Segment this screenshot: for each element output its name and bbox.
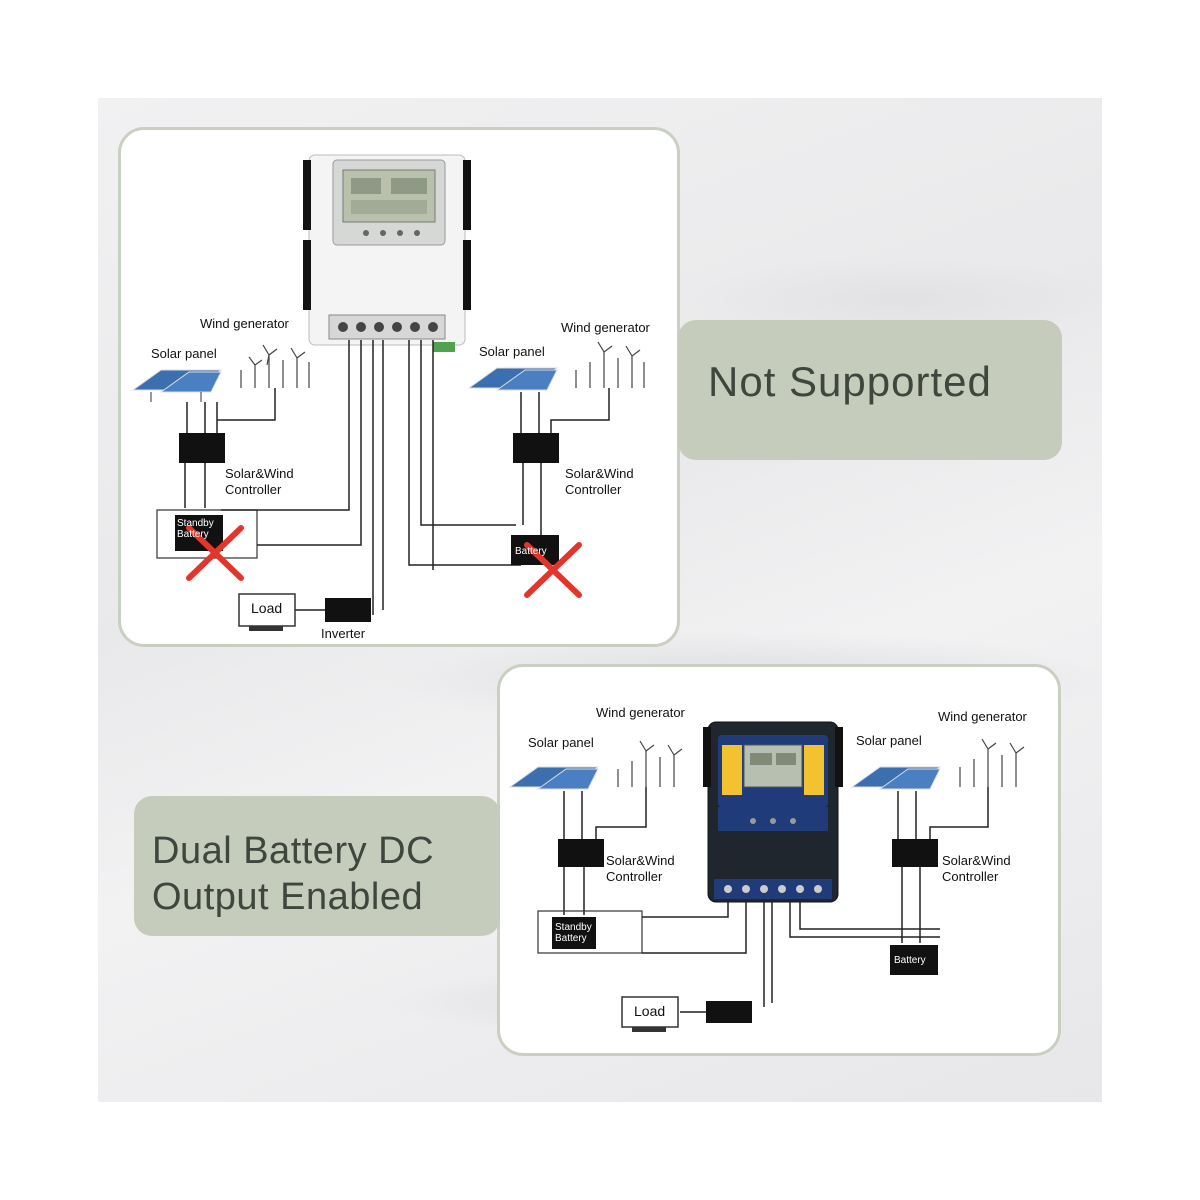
top-battery-label: Battery bbox=[515, 546, 547, 557]
top-right-controller-box bbox=[513, 433, 559, 463]
bottom-controller-device bbox=[703, 721, 843, 903]
bottom-right-wind-generator bbox=[959, 738, 1025, 787]
top-right-wind-label: Wind generator bbox=[561, 320, 650, 335]
bottom-battery-label: Battery bbox=[894, 955, 926, 966]
top-right-solar-label: Solar panel bbox=[479, 344, 545, 359]
top-left-controller-label: Solar&Wind Controller bbox=[225, 466, 294, 497]
bottom-left-controller-box bbox=[558, 839, 604, 867]
not-supported-text: Not Supported bbox=[708, 358, 992, 405]
top-left-solar-panel bbox=[131, 369, 223, 402]
bottom-standby-battery-label: Standby Battery bbox=[555, 922, 592, 944]
not-supported-tag: Not Supported bbox=[678, 320, 1062, 460]
top-left-cross-icon bbox=[186, 525, 244, 581]
dual-battery-line2: Output Enabled bbox=[152, 876, 424, 918]
top-left-wind-generator bbox=[240, 344, 310, 388]
top-right-controller-label: Solar&Wind Controller bbox=[565, 466, 634, 497]
bottom-right-controller-label: Solar&Wind Controller bbox=[942, 853, 1011, 884]
top-wiring-diagram bbox=[131, 154, 645, 631]
top-inverter-label: Inverter bbox=[321, 626, 366, 641]
top-left-solar-label: Solar panel bbox=[151, 346, 217, 361]
top-standby-battery bbox=[175, 515, 223, 551]
top-left-wind-label: Wind generator bbox=[200, 316, 289, 331]
bottom-left-controller-label: Solar&Wind Controller bbox=[606, 853, 675, 884]
bottom-diagram-panel: Wind generator Solar panel Solar&Wind Co… bbox=[497, 664, 1061, 1056]
bottom-battery bbox=[890, 945, 938, 975]
top-right-wind-generator bbox=[575, 341, 645, 388]
bottom-load-monitor bbox=[621, 996, 679, 1028]
bottom-inverter-box bbox=[706, 1001, 752, 1023]
top-load-label: Load bbox=[251, 600, 283, 616]
bottom-right-solar-label: Solar panel bbox=[856, 733, 922, 748]
top-standby-battery-label: Standby Battery bbox=[177, 518, 214, 540]
top-diagram-panel: Wind generator Solar panel Solar&Wind Co… bbox=[118, 127, 680, 647]
top-controller-device bbox=[303, 154, 471, 352]
dual-battery-tag: Dual Battery DC Output Enabled bbox=[134, 796, 500, 936]
top-inverter-box bbox=[325, 598, 371, 622]
bottom-standby-battery bbox=[552, 917, 596, 949]
bottom-load-label: Load bbox=[634, 1003, 666, 1019]
bottom-wiring-diagram bbox=[508, 721, 1025, 1032]
top-right-solar-panel bbox=[467, 367, 559, 391]
bottom-left-solar-panel bbox=[508, 766, 600, 790]
bottom-left-solar-label: Solar panel bbox=[528, 735, 594, 750]
dual-battery-line1: Dual Battery DC bbox=[152, 830, 435, 872]
bottom-right-controller-box bbox=[892, 839, 938, 867]
top-left-controller-box bbox=[179, 433, 225, 463]
bottom-left-wind-generator bbox=[617, 740, 683, 787]
bottom-left-wind-label: Wind generator bbox=[596, 705, 685, 720]
bottom-right-solar-panel bbox=[850, 766, 942, 790]
top-right-cross-icon bbox=[524, 542, 582, 598]
bottom-right-wind-label: Wind generator bbox=[938, 709, 1027, 724]
